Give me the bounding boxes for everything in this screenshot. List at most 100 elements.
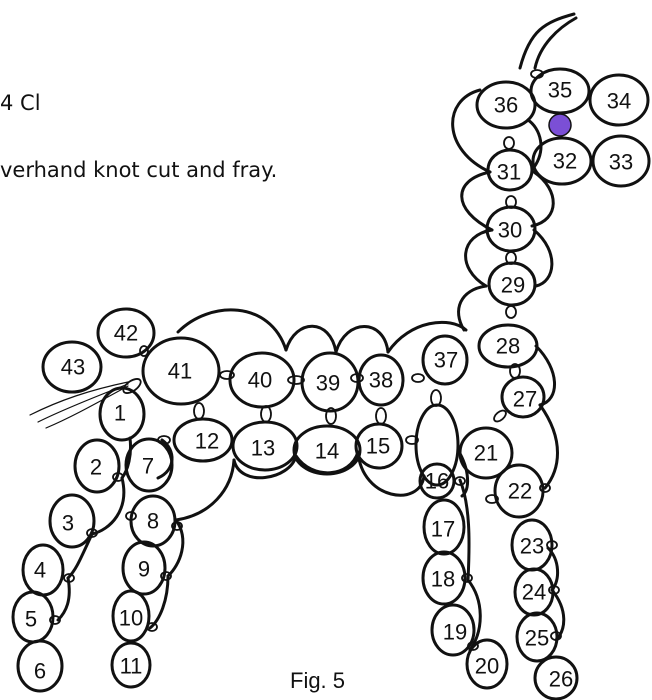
chain-belly-1	[232, 454, 298, 480]
ring-label: 42	[114, 321, 138, 346]
ring-24	[513, 567, 555, 617]
ring-27	[500, 375, 546, 419]
ring-15	[354, 422, 404, 470]
ring-label: 5	[25, 607, 37, 632]
ring-label: 36	[494, 93, 518, 118]
join	[193, 402, 205, 420]
ring-label: 11	[120, 654, 143, 679]
ring-26	[533, 655, 579, 700]
chain-neck-r4	[534, 344, 556, 407]
ring-label: 25	[525, 626, 549, 651]
ring-label: 26	[549, 667, 573, 692]
ring-label: 28	[496, 334, 520, 359]
chain-neck-l2	[464, 228, 494, 288]
figure-caption: Fig. 5	[290, 668, 345, 693]
ring-20	[465, 638, 509, 690]
ring-6	[16, 639, 64, 693]
ring-9	[121, 540, 167, 596]
join	[493, 409, 507, 423]
ring-39	[300, 351, 360, 413]
ring-label: 19	[443, 620, 467, 645]
ring-labels: 1 2 3 4 5 6 7 8 9 10 11 12 13 14 15 16 1…	[25, 78, 633, 692]
chain-leg-b4	[174, 458, 236, 522]
chain-leg-a3	[66, 532, 94, 580]
ring-label: 3	[62, 511, 74, 536]
ring-label: 14	[315, 439, 339, 464]
join	[505, 305, 517, 319]
ring-label: 7	[142, 454, 154, 479]
ring-label: 39	[316, 371, 340, 396]
instruction-line-1: 4 Cl	[0, 91, 41, 115]
ring-label: 20	[475, 654, 499, 679]
chain-neck-r3	[526, 118, 543, 172]
ring-label: 41	[168, 359, 192, 384]
ring-31	[486, 148, 534, 192]
join	[411, 373, 425, 383]
ring-label: 12	[195, 429, 219, 454]
chain-neck-r2	[530, 170, 555, 228]
chain-back-3	[334, 325, 390, 354]
ring-42	[96, 307, 156, 359]
ring-43	[41, 340, 103, 394]
chain-leg-a2	[90, 476, 126, 536]
chain-neck-l4	[451, 88, 492, 174]
ring-40	[228, 351, 296, 409]
ring-label: 34	[607, 89, 631, 114]
ring-label: 15	[366, 434, 390, 459]
ring-17	[422, 498, 466, 556]
ring-18	[421, 550, 467, 606]
ring-label: 33	[609, 150, 633, 175]
ring-33	[591, 134, 651, 188]
join	[139, 345, 149, 357]
ring-7	[124, 437, 174, 493]
join	[485, 494, 499, 504]
ring-label: 13	[251, 436, 275, 461]
ring-21	[458, 426, 514, 480]
ring-label: 32	[553, 149, 577, 174]
ring-label: 24	[522, 580, 546, 605]
ring-label: 16	[425, 469, 449, 494]
ring-19	[430, 603, 476, 657]
chain-back-4	[386, 320, 468, 354]
join	[63, 573, 75, 583]
ring-label: 4	[34, 558, 46, 583]
chain-back-2	[284, 324, 338, 354]
ring-label: 22	[508, 479, 532, 504]
join	[539, 483, 551, 493]
tail-strand-1	[29, 381, 129, 416]
ring-label: 27	[513, 387, 537, 412]
ring-label: 6	[34, 659, 46, 684]
join	[503, 136, 515, 150]
eye-bead	[548, 113, 572, 137]
ring-label: 10	[119, 606, 143, 631]
join	[375, 407, 387, 425]
ring-label: 17	[431, 517, 455, 542]
ring-16	[414, 403, 460, 487]
join	[405, 435, 419, 445]
ring-14	[292, 424, 362, 476]
join	[461, 573, 473, 583]
chain-neck-r1	[532, 228, 554, 288]
tail-strand-3	[45, 385, 129, 429]
chain-ear-2	[533, 16, 578, 70]
chain-ear	[518, 12, 576, 70]
ring-12	[172, 417, 234, 463]
rings	[11, 67, 651, 700]
ring-label: 30	[498, 218, 522, 243]
instruction-line-2: verhand knot cut and fray.	[0, 158, 278, 182]
chain-neck-l3	[460, 170, 494, 232]
ring-10	[111, 589, 151, 643]
ring-label: 37	[434, 348, 458, 373]
ring-label: 2	[90, 455, 102, 480]
ring-41	[141, 336, 221, 406]
chain-leg-c3	[458, 478, 471, 582]
chain-rear-r	[538, 403, 559, 490]
ring-label: 31	[497, 160, 521, 185]
ring-28	[477, 323, 539, 369]
join	[325, 407, 337, 425]
ring-3	[48, 493, 96, 549]
chain-leg-c2	[466, 578, 482, 652]
ring-37	[421, 334, 469, 386]
ring-label: 23	[520, 534, 544, 559]
